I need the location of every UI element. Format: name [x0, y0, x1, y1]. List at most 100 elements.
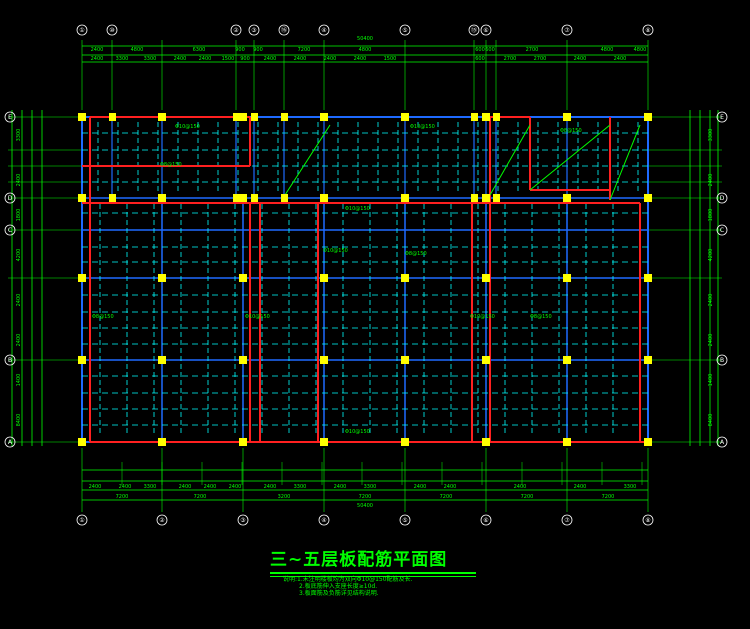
axis-bubble	[642, 24, 654, 36]
dim-text: 7200	[440, 494, 453, 500]
column	[493, 194, 500, 202]
axis-label-right: A	[720, 439, 725, 446]
axis-label-top: ⑤	[402, 27, 407, 34]
dim-text: 1800	[16, 209, 22, 222]
dim-text: 2400	[89, 484, 102, 490]
column	[482, 356, 490, 364]
dim-text: 3300	[364, 484, 377, 490]
dim-text: 2400	[444, 484, 457, 490]
axis-bubble	[156, 514, 168, 526]
column	[401, 274, 409, 282]
column	[281, 194, 288, 202]
dim-text: 2400	[16, 294, 22, 307]
axis-label-top: ⑧	[645, 27, 650, 34]
dim-text: 2400	[514, 484, 527, 490]
column	[233, 194, 240, 202]
column	[239, 113, 247, 121]
opening-diagonal	[529, 124, 611, 191]
opening-diagonal	[489, 124, 531, 196]
dim-text: 7200	[116, 494, 129, 500]
dim-text: 3300	[144, 484, 157, 490]
column	[563, 356, 571, 364]
dim-text: 3300	[144, 56, 157, 62]
note-line: 3.板面筋及负筋详见结构说明.	[299, 590, 379, 597]
slab-label: Φ8@150	[160, 162, 182, 168]
column	[644, 194, 652, 202]
column	[471, 194, 478, 202]
dim-text: 2400	[354, 56, 367, 62]
dim-text: 3300	[116, 56, 129, 62]
dim-total-top: 50400	[357, 36, 373, 42]
axis-label-top: ②	[233, 27, 239, 34]
column	[401, 113, 409, 121]
note-line: 说明:1.未注明楼板均为双向Φ10@150配筋及长.	[283, 576, 413, 583]
column	[320, 113, 328, 121]
axis-label-bottom: ⑥	[483, 517, 488, 524]
dim-text: 2400	[294, 56, 307, 62]
axis-label-right: C	[720, 227, 724, 234]
dim-text: 3300	[16, 129, 22, 142]
axis-bubble	[480, 514, 492, 526]
dim-text: 4200	[16, 249, 22, 262]
axis-label-left: B	[8, 357, 12, 364]
column	[251, 113, 258, 121]
column	[644, 356, 652, 364]
axis-label-bottom: ①	[79, 517, 84, 524]
column	[78, 438, 86, 446]
column	[320, 274, 328, 282]
column	[109, 113, 116, 121]
dim-text: 7200	[521, 494, 534, 500]
axis-bubble	[230, 24, 242, 36]
column	[482, 194, 490, 202]
column	[644, 274, 652, 282]
title-block: 三~五层板配筋平面图	[270, 545, 485, 577]
dim-text: 2400	[614, 56, 627, 62]
axis-bubble	[76, 514, 88, 526]
drawing-title: 三~五层板配筋平面图	[270, 550, 448, 570]
slab-label: Φ10@150	[345, 429, 370, 435]
axis-bubble	[4, 111, 16, 123]
axis-bubble	[4, 192, 16, 204]
column	[158, 356, 166, 364]
column	[239, 356, 247, 364]
column	[78, 113, 86, 121]
dim-text: 8400	[708, 414, 714, 427]
dim-text: 2400	[204, 484, 217, 490]
column	[401, 438, 409, 446]
slab-label: Φ10@150	[345, 206, 370, 212]
dim-text: 2400	[334, 484, 347, 490]
slab-label: Φ8@150	[560, 128, 582, 134]
dim-text: 2400	[179, 484, 192, 490]
column	[563, 438, 571, 446]
title-underline-thin	[270, 576, 476, 577]
column	[158, 438, 166, 446]
dim-text: 6300	[193, 47, 206, 53]
dim-text: 900	[235, 47, 245, 53]
dim-text: 4800	[131, 47, 144, 53]
axis-label-bottom: ②	[159, 517, 165, 524]
axis-bubble	[4, 436, 16, 448]
column	[78, 194, 86, 202]
axis-bubble	[278, 24, 290, 36]
axis-bubble	[716, 436, 728, 448]
axis-bubble	[248, 24, 260, 36]
dim-text: 2400	[199, 56, 212, 62]
dim-text: 4800	[634, 47, 647, 53]
column	[233, 113, 240, 121]
dim-text: 1400	[708, 374, 714, 387]
column	[158, 194, 166, 202]
dim-text: 2400	[16, 174, 22, 187]
axis-label-bottom: ⑧	[645, 517, 650, 524]
dim-text: 1800	[708, 209, 714, 222]
column	[482, 438, 490, 446]
axis-label-top: ③	[251, 27, 256, 34]
dim-text: 2400	[708, 294, 714, 307]
axis-label-left: E	[8, 114, 12, 121]
dim-text: 7200	[194, 494, 207, 500]
dim-text: 7200	[602, 494, 615, 500]
dim-text: 4800	[359, 47, 372, 53]
dim-text: 600	[475, 56, 485, 62]
axis-label-top: ⑦	[564, 27, 570, 34]
slab-label: Φ8@150	[92, 314, 114, 320]
column	[563, 113, 571, 121]
